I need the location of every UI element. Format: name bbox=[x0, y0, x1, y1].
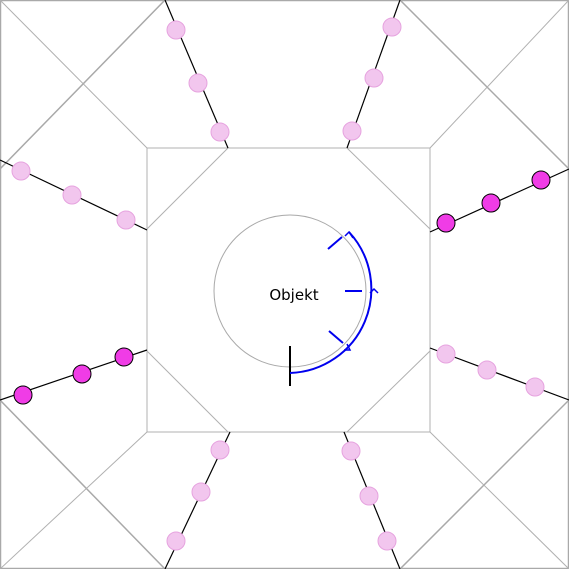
faded-dot bbox=[166, 531, 186, 551]
faded-dot bbox=[116, 210, 136, 230]
faded-dot bbox=[342, 121, 362, 141]
rotation-arc bbox=[289, 231, 373, 374]
active-dot bbox=[72, 364, 92, 384]
faded-dot bbox=[210, 440, 230, 460]
active-dot bbox=[13, 385, 33, 405]
active-dots bbox=[13, 170, 551, 405]
rotation-tick-top bbox=[327, 236, 343, 250]
faded-dot bbox=[359, 486, 379, 506]
active-dot bbox=[114, 347, 134, 367]
faded-dot bbox=[62, 185, 82, 205]
inner-diag-top-right bbox=[346, 147, 431, 230]
inner-diag-bottom-left bbox=[146, 350, 229, 433]
active-dot bbox=[531, 170, 551, 190]
faded-dot bbox=[210, 122, 230, 142]
faded-dot bbox=[364, 68, 384, 88]
rotation-arrowhead-bottom bbox=[344, 343, 352, 351]
faded-dot bbox=[477, 360, 497, 380]
inner-diag-top-left bbox=[146, 147, 229, 230]
faded-dot bbox=[525, 377, 545, 397]
rotation-arrowhead-middle bbox=[369, 287, 379, 294]
corner-line-bottom-right bbox=[429, 431, 569, 569]
corner-line-top-right bbox=[429, 0, 569, 149]
active-dot bbox=[436, 213, 456, 233]
active-dot bbox=[481, 193, 501, 213]
faded-dot bbox=[382, 17, 402, 37]
rotation-arrow-icon bbox=[289, 230, 379, 386]
faded-dot bbox=[377, 531, 397, 551]
faded-dot bbox=[341, 441, 361, 461]
faded-dot bbox=[188, 73, 208, 93]
inner-diag-bottom-right bbox=[346, 350, 431, 433]
faded-dot bbox=[166, 20, 186, 40]
faded-dot bbox=[191, 482, 211, 502]
inner-square bbox=[146, 147, 431, 433]
corner-line-bottom-left bbox=[0, 431, 148, 569]
corner-line-top-left bbox=[0, 0, 148, 149]
faded-dots bbox=[11, 17, 545, 551]
faded-dot bbox=[436, 344, 456, 364]
rotation-arrowhead-top bbox=[344, 230, 354, 239]
faded-dot bbox=[11, 161, 31, 181]
rotation-tick-bottom bbox=[328, 330, 344, 344]
object-label: Objekt bbox=[269, 286, 318, 304]
